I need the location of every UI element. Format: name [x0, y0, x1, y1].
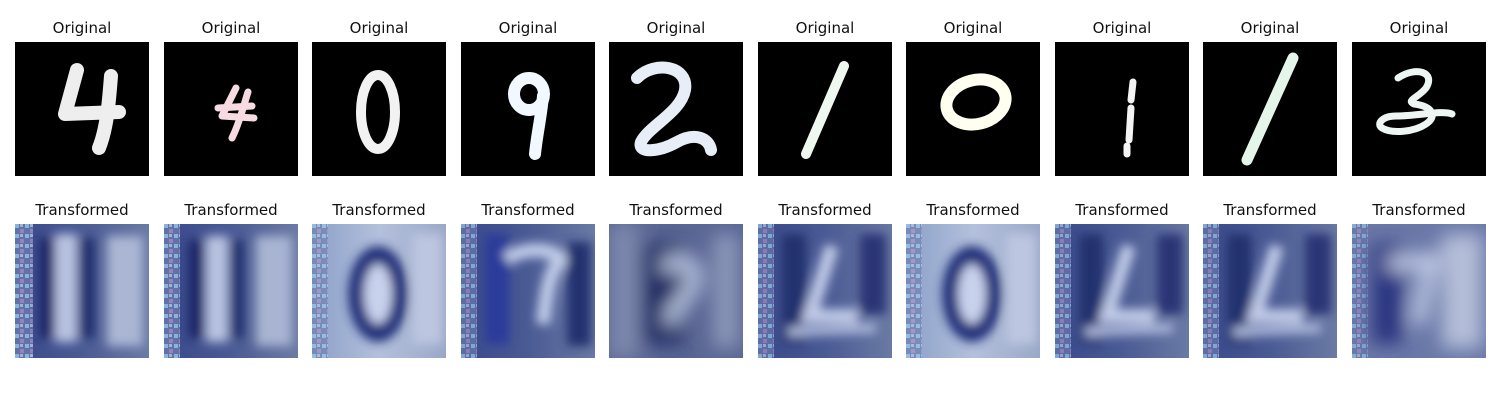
digit-1-image — [758, 42, 892, 176]
transformed-2-image — [609, 224, 743, 358]
original-title: Original — [498, 19, 558, 37]
transformed-title: Transformed — [778, 201, 872, 219]
original-digit-image — [1055, 42, 1189, 176]
original-digit-image — [15, 42, 149, 176]
transformed-title: Transformed — [332, 201, 426, 219]
original-cell: Original — [461, 16, 595, 176]
original-title: Original — [1389, 19, 1449, 37]
original-cell: Original — [1055, 16, 1189, 176]
digit-0-image — [906, 42, 1040, 176]
original-cell: Original — [758, 16, 892, 176]
transformed-cell: Transformed — [312, 198, 446, 358]
transformed-title: Transformed — [1223, 201, 1317, 219]
original-title: Original — [52, 19, 112, 37]
digit-9-image — [461, 42, 595, 176]
transformed-digit-image — [609, 224, 743, 358]
transformed-digit-image — [1055, 224, 1189, 358]
transformed-cell: Transformed — [609, 198, 743, 358]
original-cell: Original — [1203, 16, 1337, 176]
transformed-cell: Transformed — [906, 198, 1040, 358]
transformed-title: Transformed — [35, 201, 129, 219]
transformed-1-image — [15, 224, 149, 358]
transformed-0-image — [906, 224, 1040, 358]
transformed-1-image — [164, 224, 298, 358]
original-digit-image — [164, 42, 298, 176]
transformed-4-image — [758, 224, 892, 358]
original-cell: Original — [609, 16, 743, 176]
digit-1-image — [1055, 42, 1189, 176]
original-digit-image — [1203, 42, 1337, 176]
digit-2-image — [609, 42, 743, 176]
original-title: Original — [349, 19, 409, 37]
original-digit-image — [906, 42, 1040, 176]
original-title: Original — [1240, 19, 1300, 37]
original-title: Original — [201, 19, 261, 37]
transformed-cell: Transformed — [1055, 198, 1189, 358]
transformed-cell: Transformed — [164, 198, 298, 358]
original-digit-image — [758, 42, 892, 176]
original-cell: Original — [312, 16, 446, 176]
transformed-7-image — [1352, 224, 1486, 358]
transformed-title: Transformed — [926, 201, 1020, 219]
original-title: Original — [646, 19, 706, 37]
transformed-digit-image — [906, 224, 1040, 358]
digit-4-image — [15, 42, 149, 176]
transformed-7-image — [461, 224, 595, 358]
transformed-4-image — [1203, 224, 1337, 358]
transformed-0-image — [312, 224, 446, 358]
digit-1-image — [1203, 42, 1337, 176]
original-digit-image — [312, 42, 446, 176]
digit-4-image — [164, 42, 298, 176]
transformed-cell: Transformed — [1203, 198, 1337, 358]
transformed-title: Transformed — [481, 201, 575, 219]
transformed-cell: Transformed — [15, 198, 149, 358]
original-cell: Original — [906, 16, 1040, 176]
original-title: Original — [795, 19, 855, 37]
transformed-title: Transformed — [1075, 201, 1169, 219]
transformed-digit-image — [15, 224, 149, 358]
transformed-digit-image — [758, 224, 892, 358]
transformed-digit-image — [461, 224, 595, 358]
transformed-title: Transformed — [629, 201, 723, 219]
original-digit-image — [609, 42, 743, 176]
digit-0-image — [312, 42, 446, 176]
transformed-digit-image — [312, 224, 446, 358]
transformed-cell: Transformed — [461, 198, 595, 358]
transformed-digit-image — [1203, 224, 1337, 358]
transformed-4-image — [1055, 224, 1189, 358]
original-row: Original Original Ori — [0, 16, 1500, 176]
original-title: Original — [943, 19, 1003, 37]
transformed-title: Transformed — [184, 201, 278, 219]
transformed-cell: Transformed — [758, 198, 892, 358]
transformed-cell: Transformed — [1352, 198, 1486, 358]
transformed-title: Transformed — [1372, 201, 1466, 219]
original-digit-image — [1352, 42, 1486, 176]
original-cell: Original — [15, 16, 149, 176]
digit-3-image — [1352, 42, 1486, 176]
transformed-digit-image — [164, 224, 298, 358]
original-cell: Original — [1352, 16, 1486, 176]
original-cell: Original — [164, 16, 298, 176]
transformed-digit-image — [1352, 224, 1486, 358]
original-digit-image — [461, 42, 595, 176]
transformed-row: Transformed Transformed — [0, 198, 1500, 358]
original-title: Original — [1092, 19, 1152, 37]
